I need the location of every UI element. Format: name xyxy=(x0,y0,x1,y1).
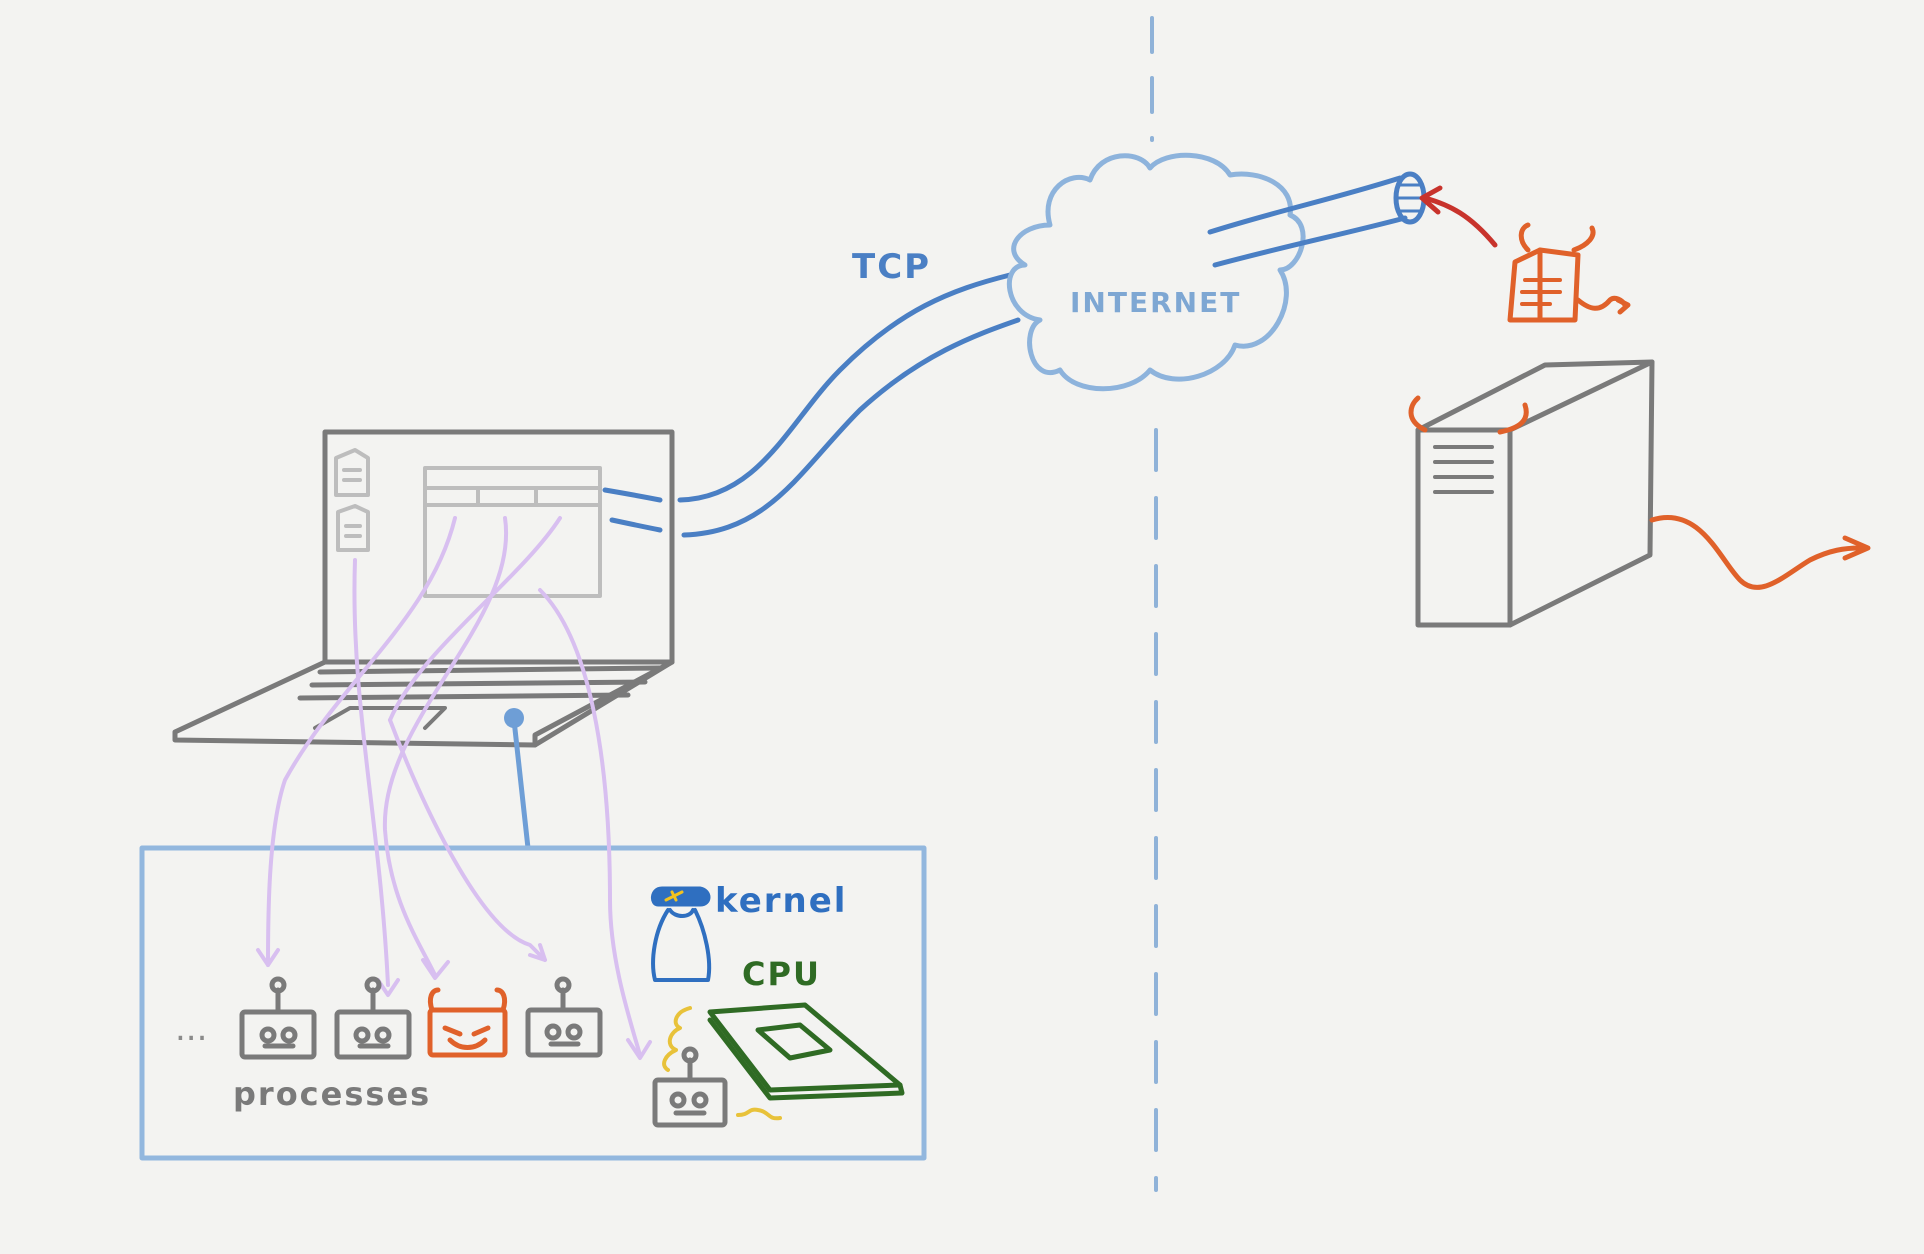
kernel-officer-icon xyxy=(651,886,712,982)
cpu-heat-wave xyxy=(662,1006,782,1121)
trust-boundary-divider xyxy=(1150,16,1158,1192)
process-ellipsis: ... xyxy=(175,1009,207,1049)
processes-label: processes xyxy=(233,1075,431,1113)
internet-pipe-icon xyxy=(1207,171,1427,268)
robot-process-icon xyxy=(239,976,317,1060)
file-icon xyxy=(336,504,370,552)
laptop-kernel-connector xyxy=(504,708,531,851)
laptop-icon xyxy=(172,429,675,748)
server-icon xyxy=(1408,359,1871,628)
file-icon xyxy=(334,448,370,497)
kernel-space-box xyxy=(139,845,927,1161)
kernel-label: kernel xyxy=(715,881,847,921)
tcp-pipe-icon xyxy=(602,272,1021,538)
devil-document-icon xyxy=(1507,222,1631,323)
cpu-chip-icon xyxy=(707,1002,905,1101)
robot-process-icon xyxy=(652,1046,728,1128)
robot-process-icon xyxy=(525,976,603,1058)
internet-label: INTERNET xyxy=(1070,286,1241,319)
attack-arrow xyxy=(1419,185,1498,248)
process-arrows xyxy=(256,516,652,1060)
tcp-label: TCP xyxy=(852,247,931,287)
cloud-icon xyxy=(1007,152,1306,392)
robot-process-icon xyxy=(334,976,412,1060)
window-icon xyxy=(423,466,602,598)
cpu-label: CPU xyxy=(742,955,821,993)
laptop-screen-content xyxy=(334,448,602,598)
evil-process-icon xyxy=(427,987,508,1058)
